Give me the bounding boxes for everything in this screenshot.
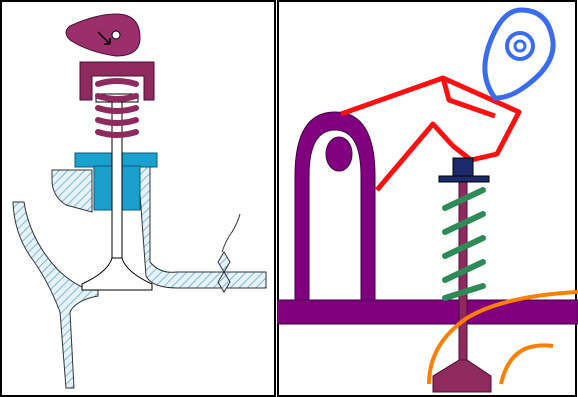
left-diagram-panel bbox=[0, 0, 277, 397]
cylinder-head-deck bbox=[277, 299, 578, 325]
valve-guide-right bbox=[121, 165, 141, 211]
right-diagram-panel bbox=[277, 0, 578, 397]
valve-head bbox=[81, 257, 153, 291]
spring-retainer-right bbox=[438, 175, 490, 183]
break-line bbox=[221, 213, 241, 253]
port-outline-upper bbox=[427, 290, 578, 385]
rotation-arrow-icon bbox=[97, 31, 111, 45]
camshaft-outer-ring bbox=[505, 31, 535, 61]
bucket-tappet bbox=[79, 61, 155, 101]
valve-spring-left bbox=[95, 78, 139, 138]
rocker-pivot-pin bbox=[325, 136, 353, 172]
valve-guide-left bbox=[93, 165, 113, 211]
rocker-arm-pad bbox=[440, 77, 496, 119]
right-panel-border bbox=[277, 0, 577, 397]
camshaft-lobe-blue bbox=[482, 7, 556, 101]
left-panel-border bbox=[0, 0, 276, 397]
direct-acting-valvetrain-drawing bbox=[0, 0, 276, 397]
camshaft-center bbox=[111, 30, 121, 40]
rocker-arm bbox=[340, 75, 522, 192]
valve-head-right bbox=[432, 359, 492, 393]
rocker-pivot-pedestal bbox=[294, 111, 376, 301]
head-right-section bbox=[137, 165, 267, 289]
camshaft-lobe bbox=[65, 13, 141, 57]
rocker-arm-valvetrain-drawing bbox=[277, 0, 578, 397]
port-outline-lower bbox=[499, 343, 554, 385]
head-gasket-break bbox=[217, 251, 231, 293]
camshaft-inner-ring bbox=[513, 39, 527, 53]
head-left-section bbox=[51, 169, 93, 213]
intake-port-wall bbox=[12, 201, 99, 389]
valve-cap bbox=[452, 157, 474, 179]
valve-spring-right bbox=[442, 187, 486, 301]
